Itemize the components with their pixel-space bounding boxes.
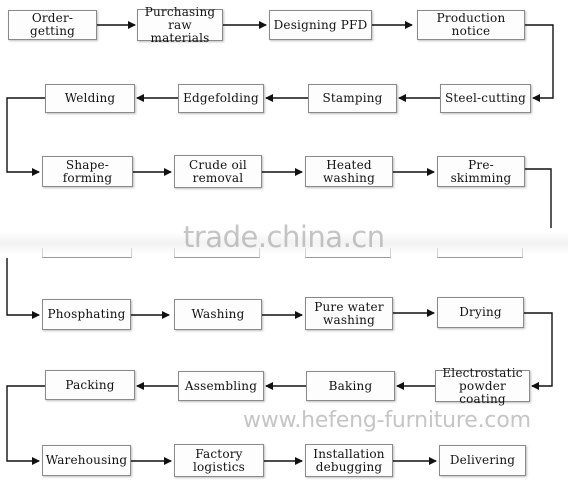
step-warehousing: Warehousing <box>42 445 131 476</box>
step-shape-forming: Shape-forming <box>42 156 133 187</box>
step-stamping: Stamping <box>308 84 397 113</box>
step-pure-water-washing: Pure water washing <box>305 297 393 330</box>
step-packing: Packing <box>45 370 135 400</box>
arrow-into-phosphating <box>6 258 40 319</box>
arrow-notice-to-steelcutting <box>525 24 554 102</box>
step-edgefolding: Edgefolding <box>178 84 264 113</box>
step-steel-cutting: Steel-cutting <box>440 84 531 113</box>
watermark-hefeng: www.hefeng-furniture.com <box>243 408 531 433</box>
watermark-band <box>0 232 568 256</box>
step-delivering: Delivering <box>439 445 526 476</box>
arrow-drying-to-electrostatic <box>524 312 553 390</box>
step-heated-washing: Heated washing <box>305 156 393 187</box>
step-pre-skimming: Pre-skimming <box>437 156 525 187</box>
step-drying: Drying <box>437 297 524 328</box>
step-phosphating: Phosphating <box>42 299 131 330</box>
arrow-packing-to-warehousing <box>6 385 45 465</box>
step-factory-logistics: Factory logistics <box>174 444 264 477</box>
step-assembling: Assembling <box>178 371 264 401</box>
step-washing: Washing <box>174 299 262 330</box>
step-designing-pfd: Designing PFD <box>269 10 372 40</box>
step-installation-debugging: Installation debugging <box>305 444 393 477</box>
step-production-notice: Production notice <box>417 10 525 40</box>
step-welding: Welding <box>45 84 135 113</box>
step-order-getting: Order-getting <box>8 10 97 40</box>
arrow-welding-to-shapeforming <box>6 97 45 176</box>
watermark-trade-china: trade.china.cn <box>183 220 385 254</box>
step-purchasing-raw-materials: Purchasing raw materials <box>137 5 223 44</box>
step-electrostatic-powder-coating: Electrostatic powder coating <box>435 366 530 405</box>
step-crude-oil-removal: Crude oil removal <box>174 155 262 188</box>
connector-preskimming-down <box>525 168 552 228</box>
step-baking: Baking <box>306 371 395 401</box>
